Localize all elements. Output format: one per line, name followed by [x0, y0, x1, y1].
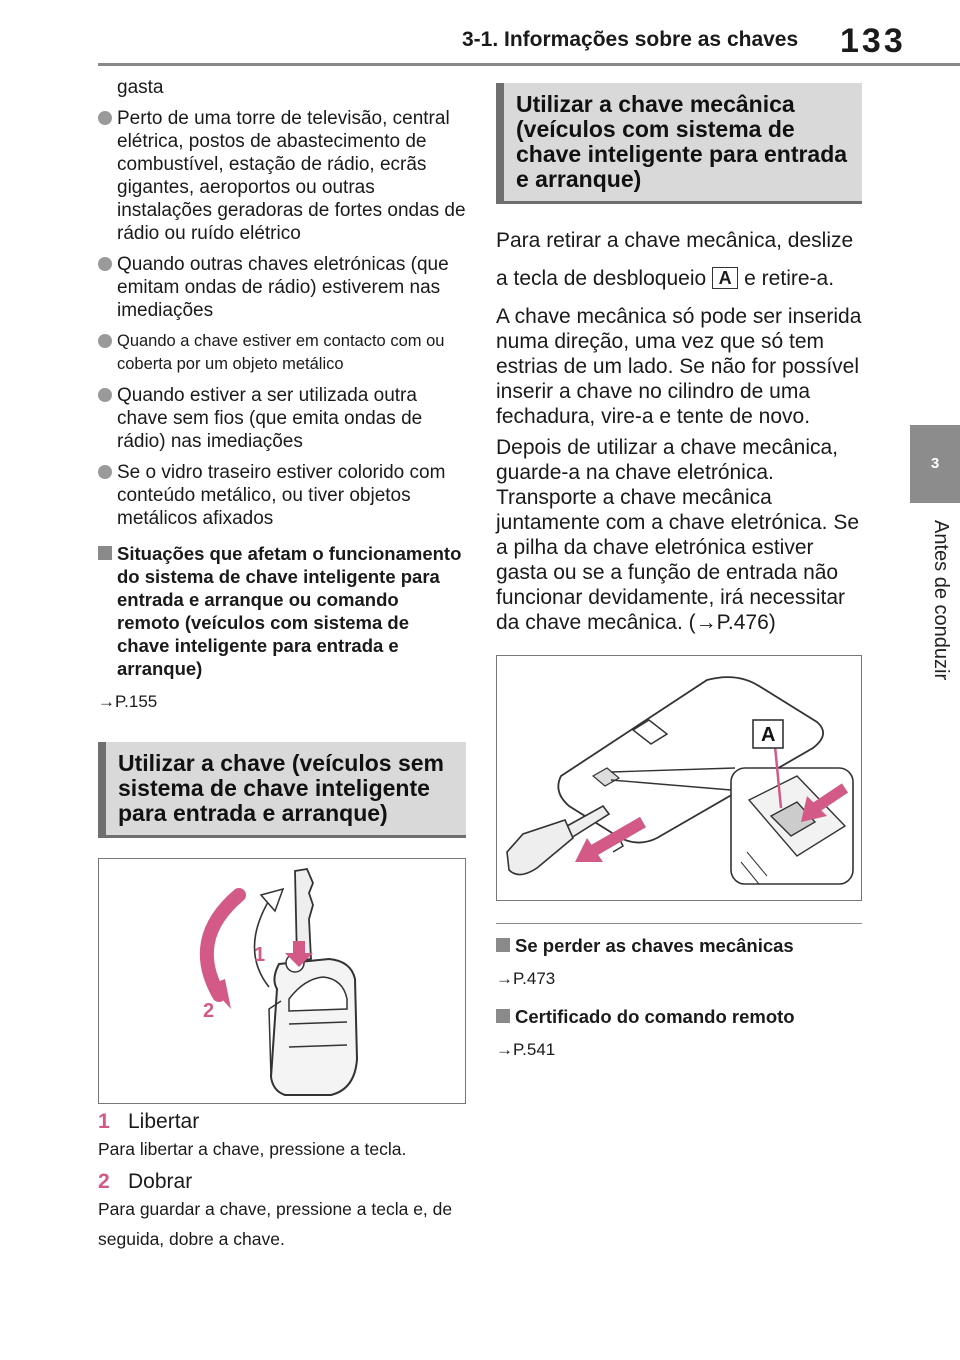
step-description: Para guardar a chave, pressione a tecla … [98, 1199, 453, 1249]
section-header-title: 3-1. Informações sobre as chaves [462, 28, 799, 51]
bullet-icon [98, 388, 112, 402]
continued-text: gasta [117, 77, 164, 98]
mechanical-key-illustration: A [506, 676, 854, 885]
key-folding-figure: 1 2 [98, 858, 466, 1104]
page-number: 133 [840, 22, 906, 60]
subheading: Se perder as chaves mecânicas [496, 934, 862, 957]
list-item: Quando estiver a ser utilizada outra cha… [98, 384, 466, 453]
page-reference-link[interactable]: →P.473 [496, 969, 556, 988]
square-bullet-icon [496, 938, 510, 952]
bullet-icon [98, 257, 112, 271]
step-description: Para libertar a chave, pressione a tecla… [98, 1139, 407, 1159]
key-a-label: A [712, 267, 739, 289]
bullet-icon [98, 111, 112, 125]
chapter-tab[interactable]: 3 [910, 425, 960, 503]
page-reference-link[interactable]: →P.541 [496, 1040, 556, 1059]
mechanical-key-figure: A [496, 655, 862, 901]
figure-label-1: 1 [254, 944, 265, 966]
paragraph: Depois de utilizar a chave mecânica, gua… [496, 436, 860, 634]
paragraph: A chave mecânica só pode ser inserida nu… [496, 305, 862, 428]
figure-label-a: A [761, 724, 775, 746]
bullet-icon [98, 334, 112, 348]
list-item: Perto de uma torre de televisão, central… [98, 107, 466, 245]
key-folding-illustration: 1 2 [199, 867, 359, 1096]
chapter-title: Antes de conduzir [930, 520, 952, 681]
list-item: Se o vidro traseiro estiver colorido com… [98, 461, 466, 530]
list-item: Quando a chave estiver em contacto com o… [98, 330, 466, 376]
bullet-icon [98, 465, 112, 479]
figure-label-2: 2 [203, 1000, 214, 1022]
chapter-number: 3 [930, 455, 940, 472]
page-reference-link[interactable]: →P.155 [98, 692, 158, 711]
right-column: Utilizar a chave mecânica (veículos com … [496, 83, 862, 1060]
subheading: Certificado do comando remoto [496, 1005, 862, 1028]
list-item: Quando outras chaves eletrónicas (que em… [98, 253, 466, 322]
left-column: gasta Perto de uma torre de televisão, c… [98, 76, 466, 1254]
square-bullet-icon [98, 546, 112, 560]
section-title-box: Utilizar a chave mecânica (veículos com … [496, 83, 862, 204]
divider [496, 923, 862, 924]
section-title-box: Utilizar a chave (veículos sem sistema d… [98, 742, 466, 838]
subheading: Situações que afetam o funcionamento do … [98, 542, 466, 680]
header-divider [98, 63, 960, 66]
intro-paragraph: Para retirar a chave mecânica, deslize a… [496, 229, 854, 290]
square-bullet-icon [496, 1009, 510, 1023]
